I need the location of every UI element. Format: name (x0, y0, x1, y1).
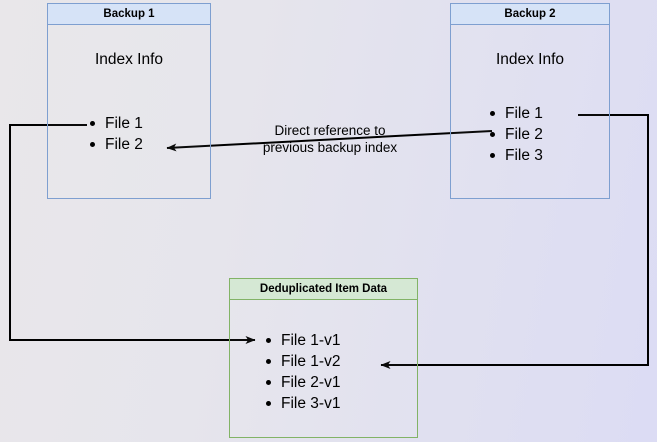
backup-1-item-list: File 1 File 2 (88, 113, 143, 155)
list-item: File 1-v2 (264, 351, 340, 372)
deduplicated-item-data-header: Deduplicated Item Data (230, 279, 417, 300)
direct-reference-caption: Direct reference to previous backup inde… (250, 122, 410, 156)
backup-2-index-info-label: Index Info (495, 51, 565, 68)
direct-reference-caption-line-1: Direct reference to (274, 123, 386, 138)
list-item: File 3 (488, 145, 543, 166)
list-item: File 1 (488, 103, 543, 124)
deduplicated-item-list: File 1-v1 File 1-v2 File 2-v1 File 3-v1 (264, 330, 340, 414)
list-item: File 1 (88, 113, 143, 134)
backup-1-index-info-label: Index Info (94, 51, 164, 68)
deduplicated-item-data-box[interactable]: Deduplicated Item Data (229, 278, 418, 438)
direct-reference-caption-line-2: previous backup index (262, 140, 398, 155)
list-item: File 2 (488, 124, 543, 145)
list-item: File 2 (88, 134, 143, 155)
list-item: File 3-v1 (264, 393, 340, 414)
backup-2-header: Backup 2 (451, 4, 609, 25)
backup-2-body: Index Info (451, 25, 609, 198)
backup-1-header: Backup 1 (48, 4, 210, 25)
list-item: File 2-v1 (264, 372, 340, 393)
backup-2-box[interactable]: Backup 2 Index Info (450, 3, 610, 199)
list-item: File 1-v1 (264, 330, 340, 351)
backup-1-box[interactable]: Backup 1 Index Info (47, 3, 211, 199)
backup-2-item-list: File 1 File 2 File 3 (488, 103, 543, 166)
backup-1-body: Index Info (48, 25, 210, 198)
